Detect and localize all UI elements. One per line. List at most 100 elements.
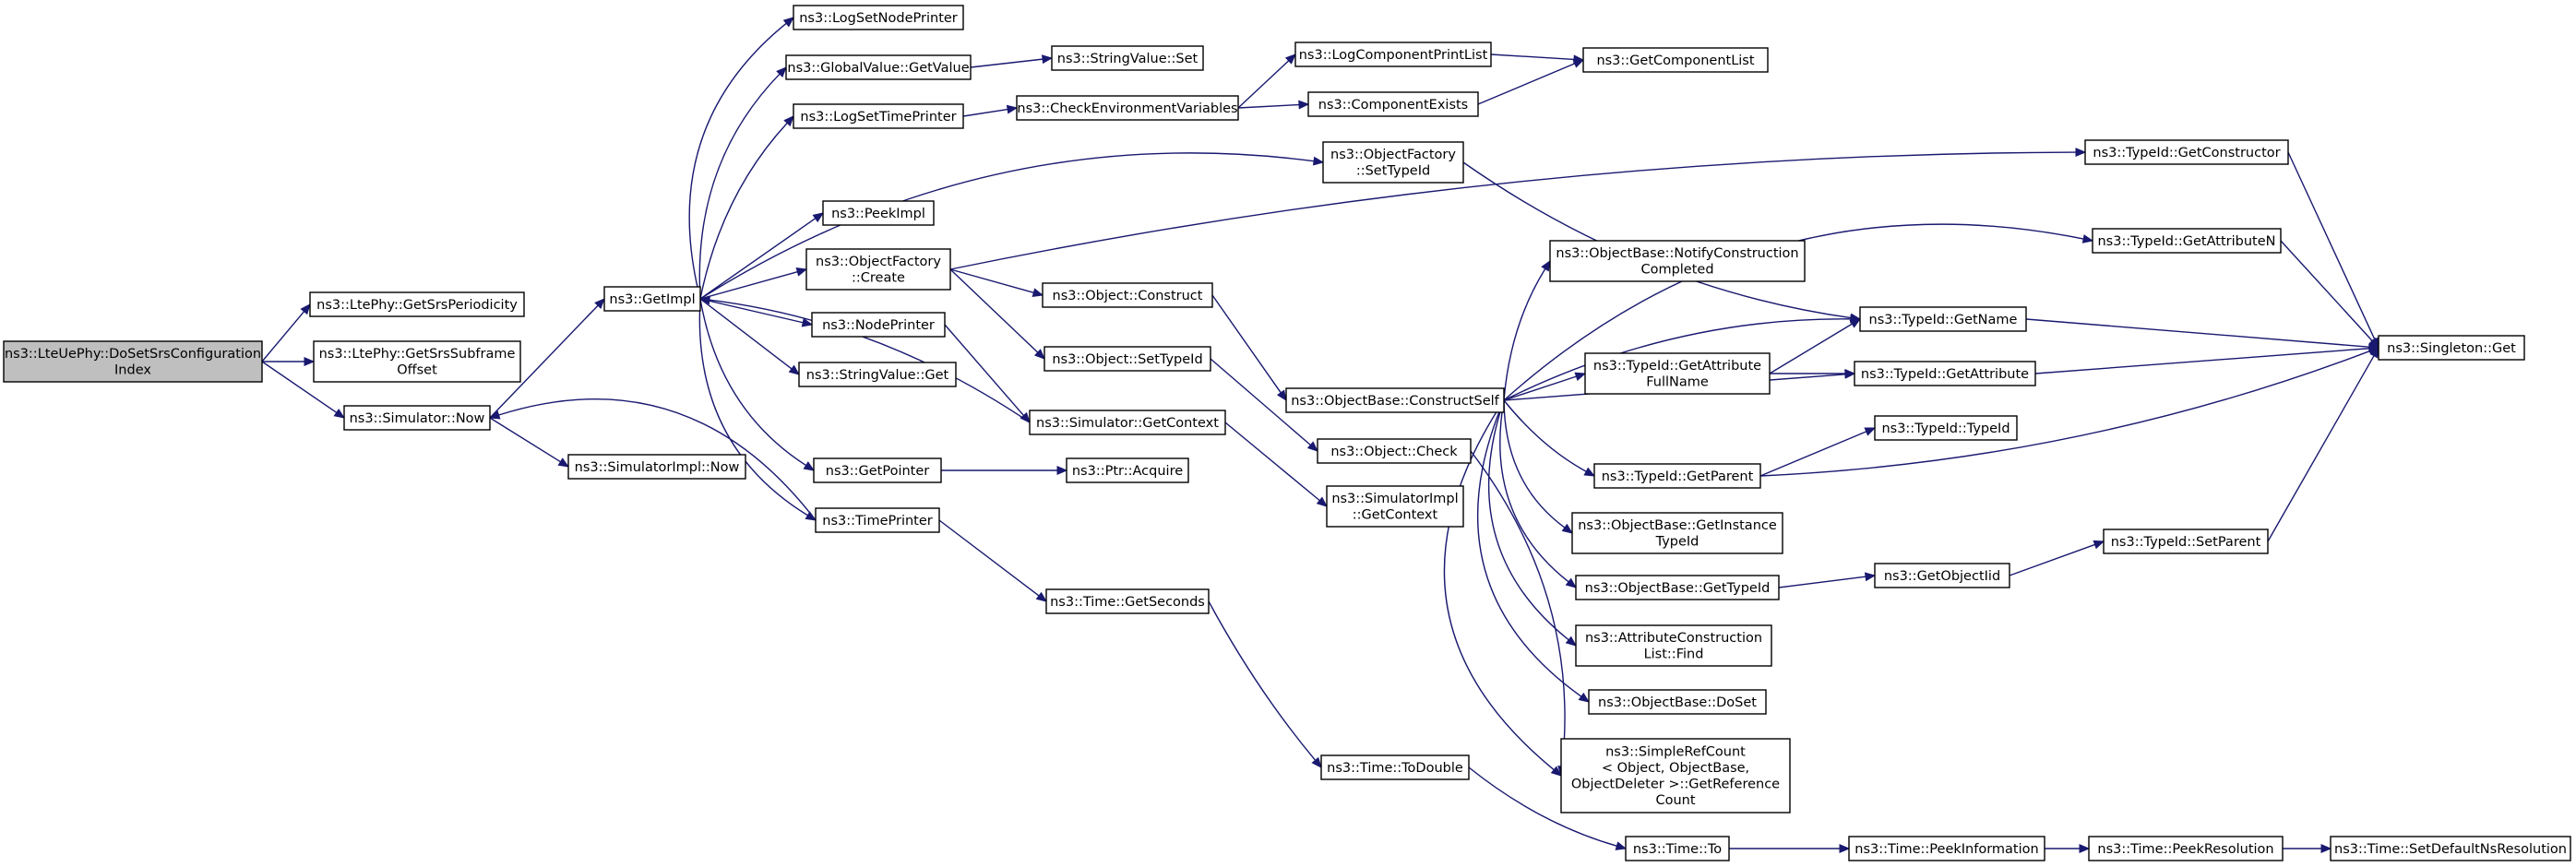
node-typeIdGetConstructor[interactable]: ns3::TypeId::GetConstructor — [2084, 139, 2289, 165]
node-getComponentList[interactable]: ns3::GetComponentList — [1582, 47, 1769, 73]
node-simImplGetContext[interactable]: ns3::SimulatorImpl::GetContext — [1326, 485, 1464, 528]
node-label: ns3::ObjectBase::GetInstance — [1578, 518, 1777, 533]
edge-checkEnv-to-logComponentPrintList — [1237, 53, 1296, 109]
node-typeIdTypeId[interactable]: ns3::TypeId::TypeId — [1874, 415, 2018, 441]
node-timeTo[interactable]: ns3::Time::To — [1625, 836, 1730, 861]
node-getObjectIid[interactable]: ns3::GetObjectIid — [1874, 563, 2010, 588]
node-label: Index — [114, 363, 151, 378]
node-getSrsPeriodicity[interactable]: ns3::LtePhy::GetSrsPeriodicity — [309, 291, 525, 317]
node-objBaseDoSet[interactable]: ns3::ObjectBase::DoSet — [1588, 689, 1767, 715]
node-objectSetTypeId[interactable]: ns3::Object::SetTypeId — [1044, 346, 1211, 372]
node-logComponentPrintList[interactable]: ns3::LogComponentPrintList — [1294, 42, 1492, 67]
edge-typeIdGetParent-to-typeIdTypeId — [1759, 427, 1877, 477]
node-box — [793, 103, 964, 129]
node-timePeekInformation[interactable]: ns3::Time::PeekInformation — [1848, 836, 2045, 861]
node-box — [1326, 485, 1464, 528]
node-singletonGet[interactable]: ns3::Singleton::Get — [2378, 335, 2525, 361]
node-peekImpl[interactable]: ns3::PeekImpl — [822, 200, 935, 226]
node-box — [1575, 624, 1772, 667]
node-label: List::Find — [1644, 647, 1704, 662]
edge-getImpl-to-nodePrinter — [699, 298, 814, 327]
node-box — [1320, 754, 1470, 780]
node-label: ns3::TypeId::TypeId — [1881, 422, 2010, 436]
node-objFactoryCreate[interactable]: ns3::ObjectFactory::Create — [805, 248, 951, 291]
node-simNow[interactable]: ns3::Simulator::Now — [343, 405, 491, 431]
node-typeIdGetName[interactable]: ns3::TypeId::GetName — [1859, 306, 2027, 332]
edge-globalValueGetValue-to-stringValueSet — [970, 54, 1054, 68]
edge-typeIdGetAttribute-to-singletonGet — [2034, 343, 2380, 374]
edge-getImpl-to-logSetTimePrinter — [699, 115, 794, 300]
node-componentExists[interactable]: ns3::ComponentExists — [1307, 91, 1479, 117]
node-objectCheck[interactable]: ns3::Object::Check — [1317, 438, 1472, 464]
node-box — [1016, 95, 1239, 121]
node-label: ::Create — [852, 271, 905, 286]
edge-timePrinter-to-simNow — [488, 398, 817, 521]
node-label: ns3::LogComponentPrintList — [1299, 48, 1488, 63]
node-root[interactable]: ns3::LteUePhy::DoSetSrsConfigurationInde… — [3, 340, 263, 383]
node-objectConstruct[interactable]: ns3::Object::Construct — [1042, 282, 1213, 308]
edge-getPointer-to-ptrAcquire — [941, 466, 1068, 475]
edge-getObjectIid-to-typeIdSetParent — [2009, 540, 2105, 576]
edge-getImpl-to-stringValueGet — [699, 298, 801, 375]
node-timeToDouble[interactable]: ns3::Time::ToDouble — [1320, 754, 1470, 780]
node-logSetNodePrinter[interactable]: ns3::LogSetNodePrinter — [793, 5, 964, 30]
node-box — [1029, 410, 1226, 435]
node-typeIdGetAttribute[interactable]: ns3::TypeId::GetAttribute — [1854, 361, 2036, 386]
edge-simGetContext-to-simImplGetContext — [1224, 422, 1328, 507]
call-nodes: ns3::LteUePhy::DoSetSrsConfigurationInde… — [3, 5, 2571, 861]
node-stringValueGet[interactable]: ns3::StringValue::Get — [798, 362, 957, 387]
edge-getImpl-to-objFactoryCreate — [699, 267, 808, 300]
node-timePeekResolution[interactable]: ns3::Time::PeekResolution — [2088, 836, 2284, 861]
node-constructSelf[interactable]: ns3::ObjectBase::ConstructSelf — [1285, 387, 1505, 413]
node-getPointer[interactable]: ns3::GetPointer — [813, 457, 942, 483]
node-label: ns3::TypeId::SetParent — [2111, 535, 2261, 550]
call-edges — [261, 17, 2380, 853]
node-simImplNow[interactable]: ns3::SimulatorImpl::Now — [567, 454, 746, 480]
edge-constructSelf-to-getAttributeFullName — [1503, 372, 1587, 401]
node-label: FullName — [1646, 375, 1709, 390]
node-notifyConstruction[interactable]: ns3::ObjectBase::NotifyConstructionCompl… — [1549, 240, 1806, 282]
node-typeIdSetParent[interactable]: ns3::TypeId::SetParent — [2103, 529, 2269, 554]
node-stringValueSet[interactable]: ns3::StringValue::Set — [1051, 45, 1204, 71]
node-typeIdGetAttributeN[interactable]: ns3::TypeId::GetAttributeN — [2092, 228, 2282, 254]
node-label: Completed — [1640, 263, 1713, 278]
node-label: Offset — [397, 363, 437, 378]
node-label: ns3::GetPointer — [826, 464, 930, 479]
node-setDefaultNsResolution[interactable]: ns3::Time::SetDefaultNsResolution — [2330, 836, 2571, 861]
node-globalValueGetValue[interactable]: ns3::GlobalValue::GetValue — [785, 54, 972, 80]
node-getImpl[interactable]: ns3::GetImpl — [603, 286, 701, 312]
edge-constructSelf-to-getInstanceTypeId — [1503, 399, 1574, 534]
node-box — [603, 286, 701, 312]
edge-checkEnv-to-componentExists — [1237, 100, 1310, 110]
node-box — [1560, 738, 1791, 814]
node-label: ns3::GetComponentList — [1596, 53, 1754, 68]
node-timeGetSeconds[interactable]: ns3::Time::GetSeconds — [1045, 588, 1210, 614]
edge-timeTo-to-timePeekInformation — [1728, 844, 1851, 853]
edge-root-to-getSrsSubframeOffset — [262, 357, 316, 366]
node-box — [1593, 463, 1761, 489]
node-label: ::GetContext — [1353, 508, 1438, 523]
node-logSetTimePrinter[interactable]: ns3::LogSetTimePrinter — [793, 103, 964, 129]
node-nodePrinter[interactable]: ns3::NodePrinter — [811, 312, 946, 338]
node-box — [1874, 415, 2018, 441]
node-objBaseGetTypeId[interactable]: ns3::ObjectBase::GetTypeId — [1575, 575, 1780, 600]
node-checkEnv[interactable]: ns3::CheckEnvironmentVariables — [1016, 95, 1239, 121]
edge-getImpl-to-timePrinter — [698, 298, 817, 521]
node-box — [793, 5, 964, 30]
node-box — [1584, 352, 1771, 395]
edge-getImpl-to-getPointer — [699, 298, 816, 471]
edge-timePeekResolution-to-setDefaultNsResolution — [2282, 844, 2332, 853]
node-objFactorySetTypeId[interactable]: ns3::ObjectFactory::SetTypeId — [1322, 141, 1464, 184]
node-box — [1588, 689, 1767, 715]
edge-timePrinter-to-timeGetSeconds — [938, 519, 1048, 602]
node-simpleRefCount[interactable]: ns3::SimpleRefCount< Object, ObjectBase,… — [1560, 738, 1791, 814]
node-box — [1045, 588, 1210, 614]
node-ptrAcquire[interactable]: ns3::Ptr::Acquire — [1066, 457, 1189, 483]
node-typeIdGetParent[interactable]: ns3::TypeId::GetParent — [1593, 463, 1761, 489]
node-simGetContext[interactable]: ns3::Simulator::GetContext — [1029, 410, 1226, 435]
node-timePrinter[interactable]: ns3::TimePrinter — [815, 507, 940, 533]
